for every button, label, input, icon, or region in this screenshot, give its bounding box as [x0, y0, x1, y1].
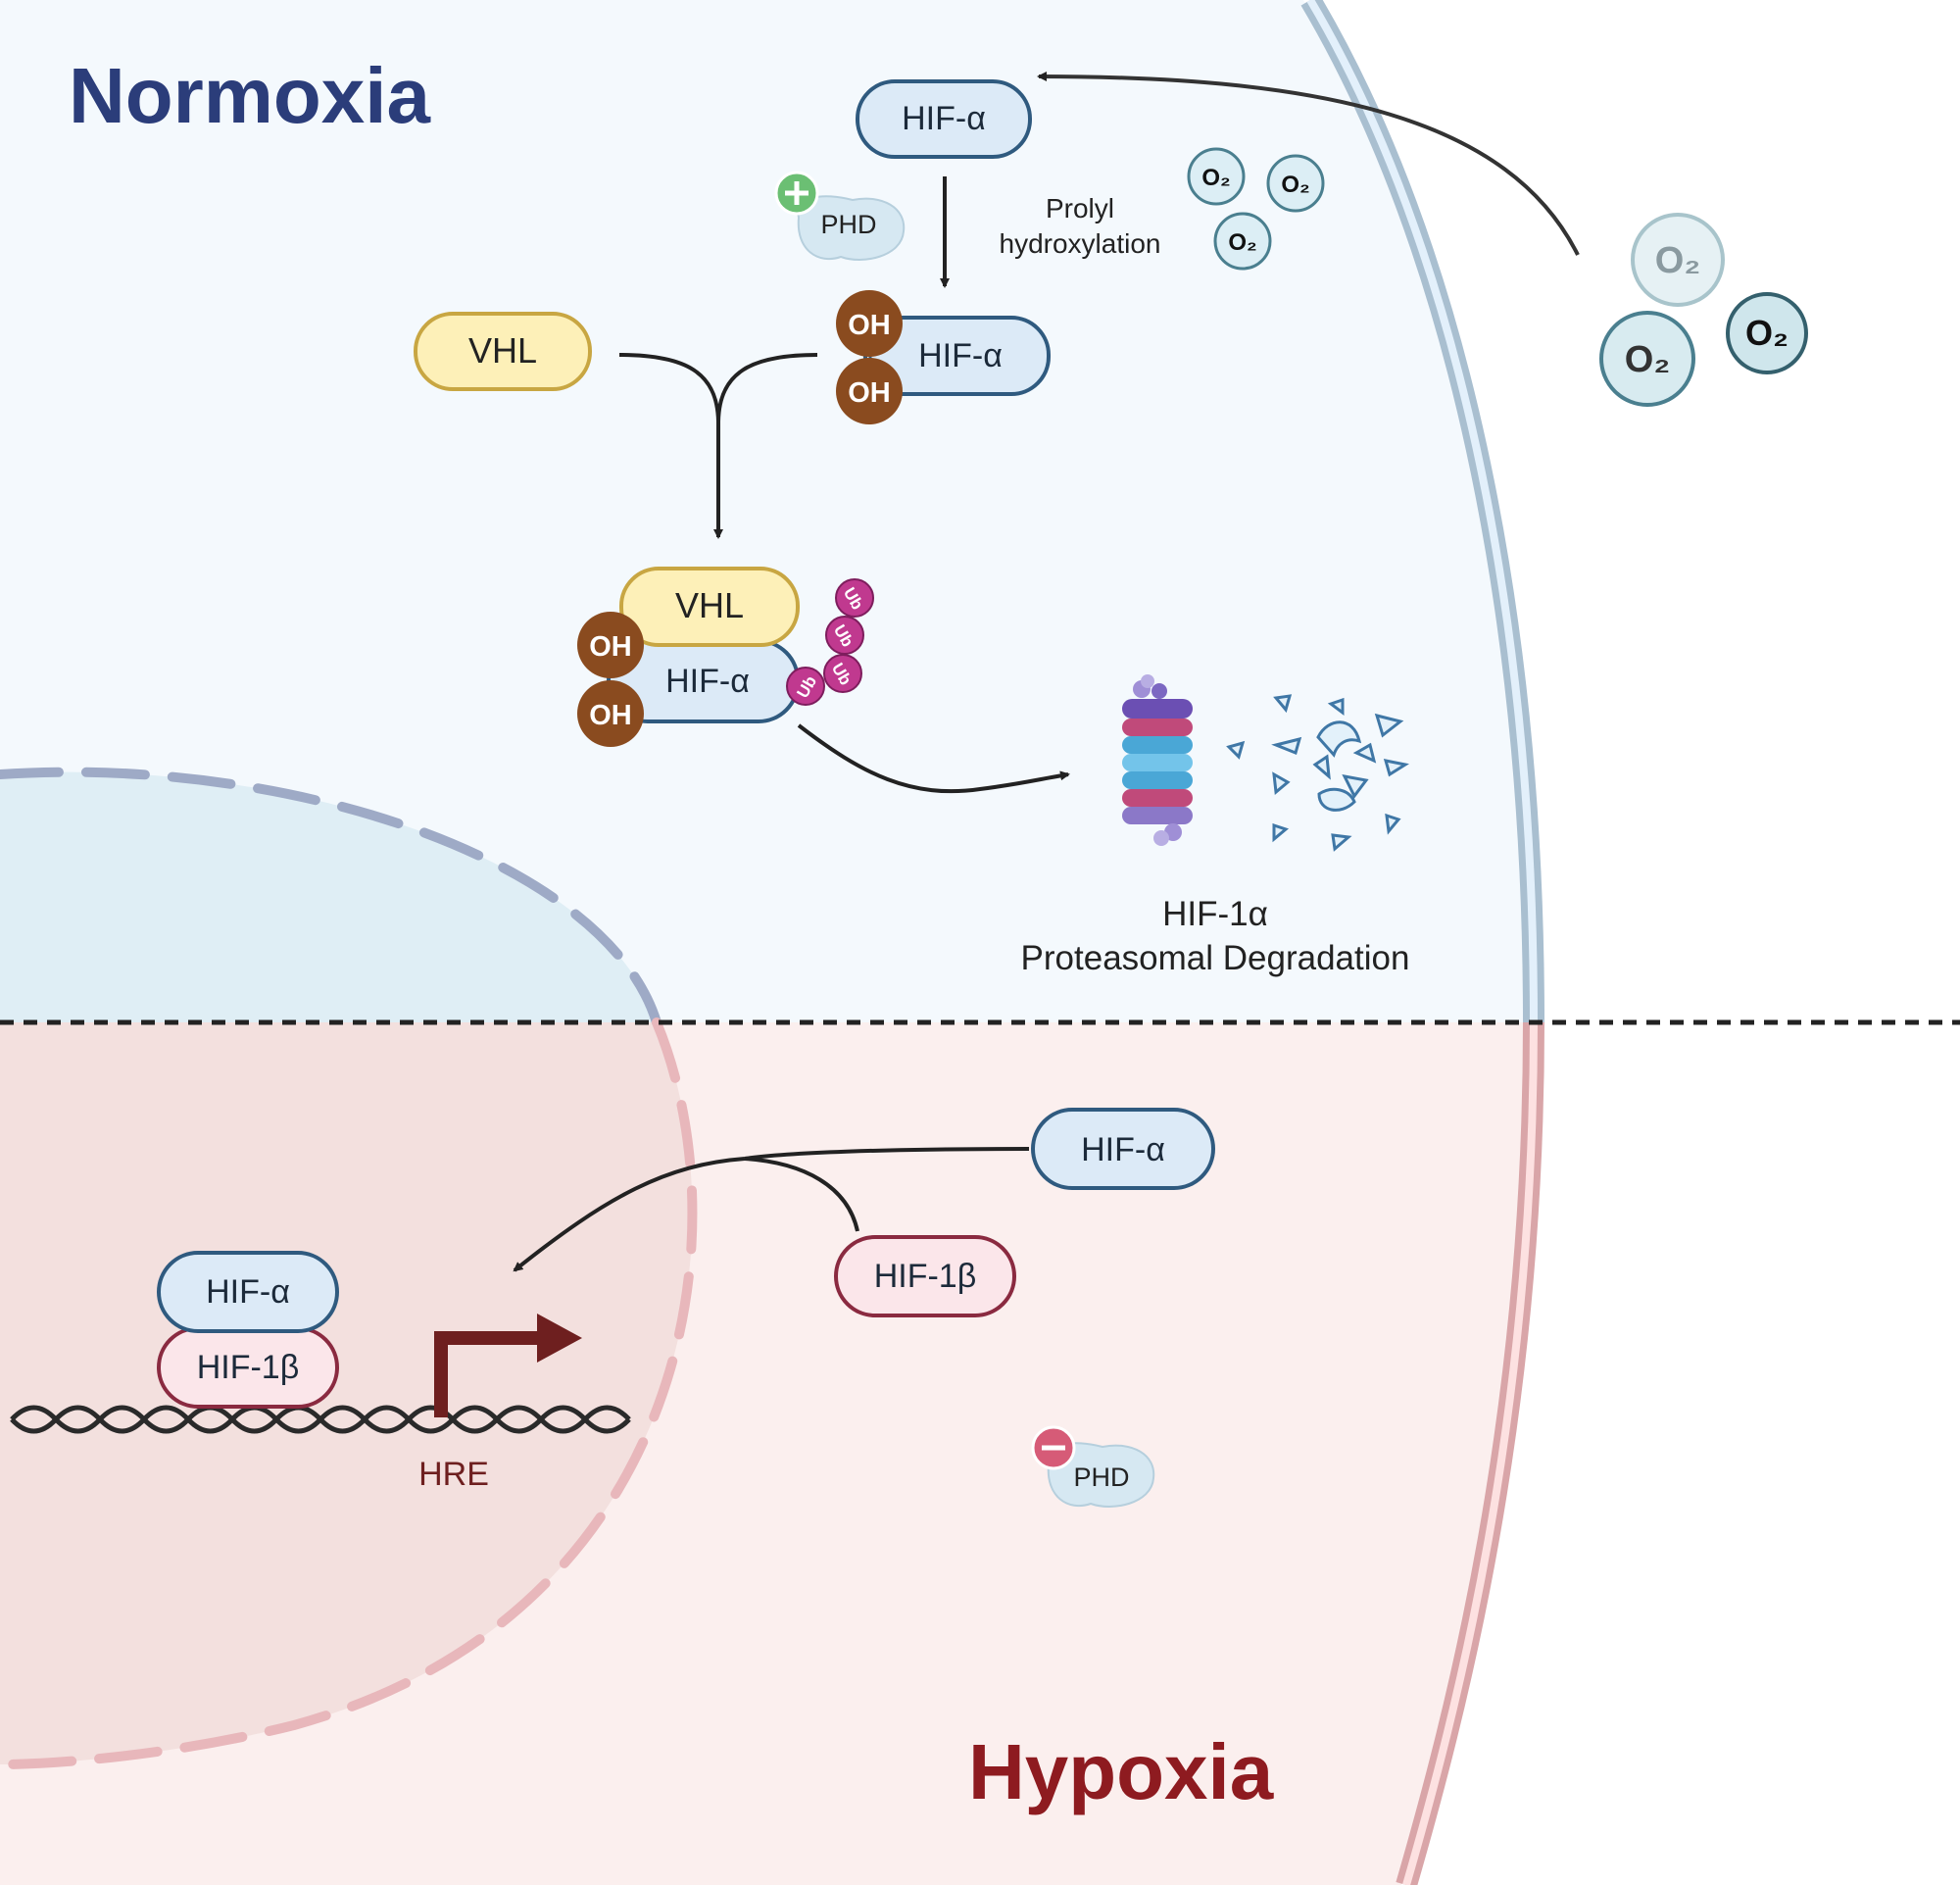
o2-molecule-inside-3: O₂ — [1213, 212, 1272, 271]
hif-alpha-top-label: HIF-α — [902, 100, 986, 137]
proteasome-icon — [1122, 674, 1193, 846]
dna-bound-heterodimer: HIF-1β HIF-α — [157, 1251, 339, 1409]
dna-hif-1beta-label: HIF-1β — [197, 1349, 300, 1386]
oh-group-2 — [836, 358, 903, 424]
svg-text:OH: OH — [589, 631, 632, 663]
o2-molecule-inside-2: O₂ — [1266, 154, 1325, 213]
transcription-arrow — [434, 1331, 549, 1417]
normoxia-title: Normoxia — [69, 52, 430, 139]
svg-text:O₂: O₂ — [1745, 313, 1788, 353]
hif-alpha-hydroxylated-label: HIF-α — [918, 337, 1003, 374]
complex-oh-group-1 — [577, 612, 644, 678]
dna-hif-alpha-label: HIF-α — [206, 1273, 290, 1311]
prolyl-label-line1: Prolyl — [1046, 193, 1114, 223]
svg-text:O₂: O₂ — [1201, 165, 1230, 191]
phd-inactive-label: PHD — [1073, 1463, 1129, 1492]
degradation-arrow — [797, 723, 1070, 794]
o2-molecule-outside-faded: O₂ — [1631, 213, 1725, 307]
o2-molecule-outside-1: O₂ — [1599, 311, 1695, 407]
svg-text:O₂: O₂ — [1625, 339, 1670, 380]
complex-oh-group-2 — [577, 680, 644, 747]
nucleus-normoxia-region — [0, 771, 657, 1022]
transcription-arrowhead — [537, 1314, 582, 1363]
svg-text:OH: OH — [848, 377, 891, 409]
hypoxia-hif-alpha: HIF-α — [1031, 1108, 1215, 1190]
cell-membrane-normoxia-inner — [1306, 0, 1538, 1023]
svg-text:OH: OH — [589, 700, 632, 731]
vhl-merge-path — [618, 353, 720, 422]
degradation-label-line1: HIF-1α — [1162, 895, 1268, 933]
svg-text:O₂: O₂ — [1228, 229, 1256, 256]
hif-alpha-import-path — [744, 1147, 1030, 1161]
nucleus-hypoxia-region — [0, 1022, 693, 1764]
svg-text:O₂: O₂ — [1281, 172, 1309, 198]
degradation-label-line2: Proteasomal Degradation — [1021, 939, 1410, 977]
ubiquitin-2 — [825, 616, 864, 655]
o2-molecule-inside-1: O₂ — [1187, 147, 1246, 206]
phd-active-label: PHD — [820, 210, 876, 239]
svg-text:OH: OH — [848, 310, 891, 341]
cell-membrane-hypoxia-inner — [1402, 1021, 1538, 1885]
hif-alpha-top: HIF-α — [856, 79, 1032, 159]
o2-entry-arrow — [1037, 72, 1580, 256]
vhl-label: VHL — [468, 330, 537, 371]
hif-1beta-import-path — [744, 1157, 859, 1232]
degraded-fragments-icon — [1226, 694, 1409, 852]
complex-vhl-label: VHL — [675, 585, 744, 625]
oh-group-1 — [836, 290, 903, 357]
ubiquitin-4 — [786, 667, 825, 706]
complex-hif-alpha-label: HIF-α — [665, 663, 750, 700]
hypoxia-hif-alpha-label: HIF-α — [1081, 1131, 1165, 1168]
hypoxia-hif-1beta-label: HIF-1β — [874, 1258, 977, 1295]
ubiquitin-1 — [835, 578, 874, 618]
nucleus-envelope-hypoxia — [0, 1017, 698, 1769]
nuclear-import-arrow — [513, 1157, 746, 1272]
nucleus-envelope-normoxia — [0, 767, 662, 1027]
svg-text:O₂: O₂ — [1655, 240, 1700, 281]
o2-molecule-outside-2: O₂ — [1726, 292, 1808, 374]
vhl-protein: VHL — [414, 312, 592, 391]
ubiquitin-3 — [823, 654, 862, 693]
hypoxia-hif-1beta: HIF-1β — [834, 1235, 1016, 1317]
phd-inactive: PHD — [1031, 1425, 1155, 1508]
prolyl-label-line2: hydroxylation — [1000, 228, 1161, 259]
hif-alpha-hydroxylated: HIF-α OH OH — [836, 290, 1051, 424]
dna-strand — [10, 1405, 631, 1434]
hypoxia-title: Hypoxia — [968, 1728, 1274, 1815]
phd-active: PHD — [774, 171, 906, 261]
vhl-hif-ub-complex: VHL HIF-α OH OH Ub Ub Ub Ub — [577, 567, 874, 747]
hre-label: HRE — [418, 1456, 489, 1493]
hif-merge-path — [716, 353, 818, 422]
